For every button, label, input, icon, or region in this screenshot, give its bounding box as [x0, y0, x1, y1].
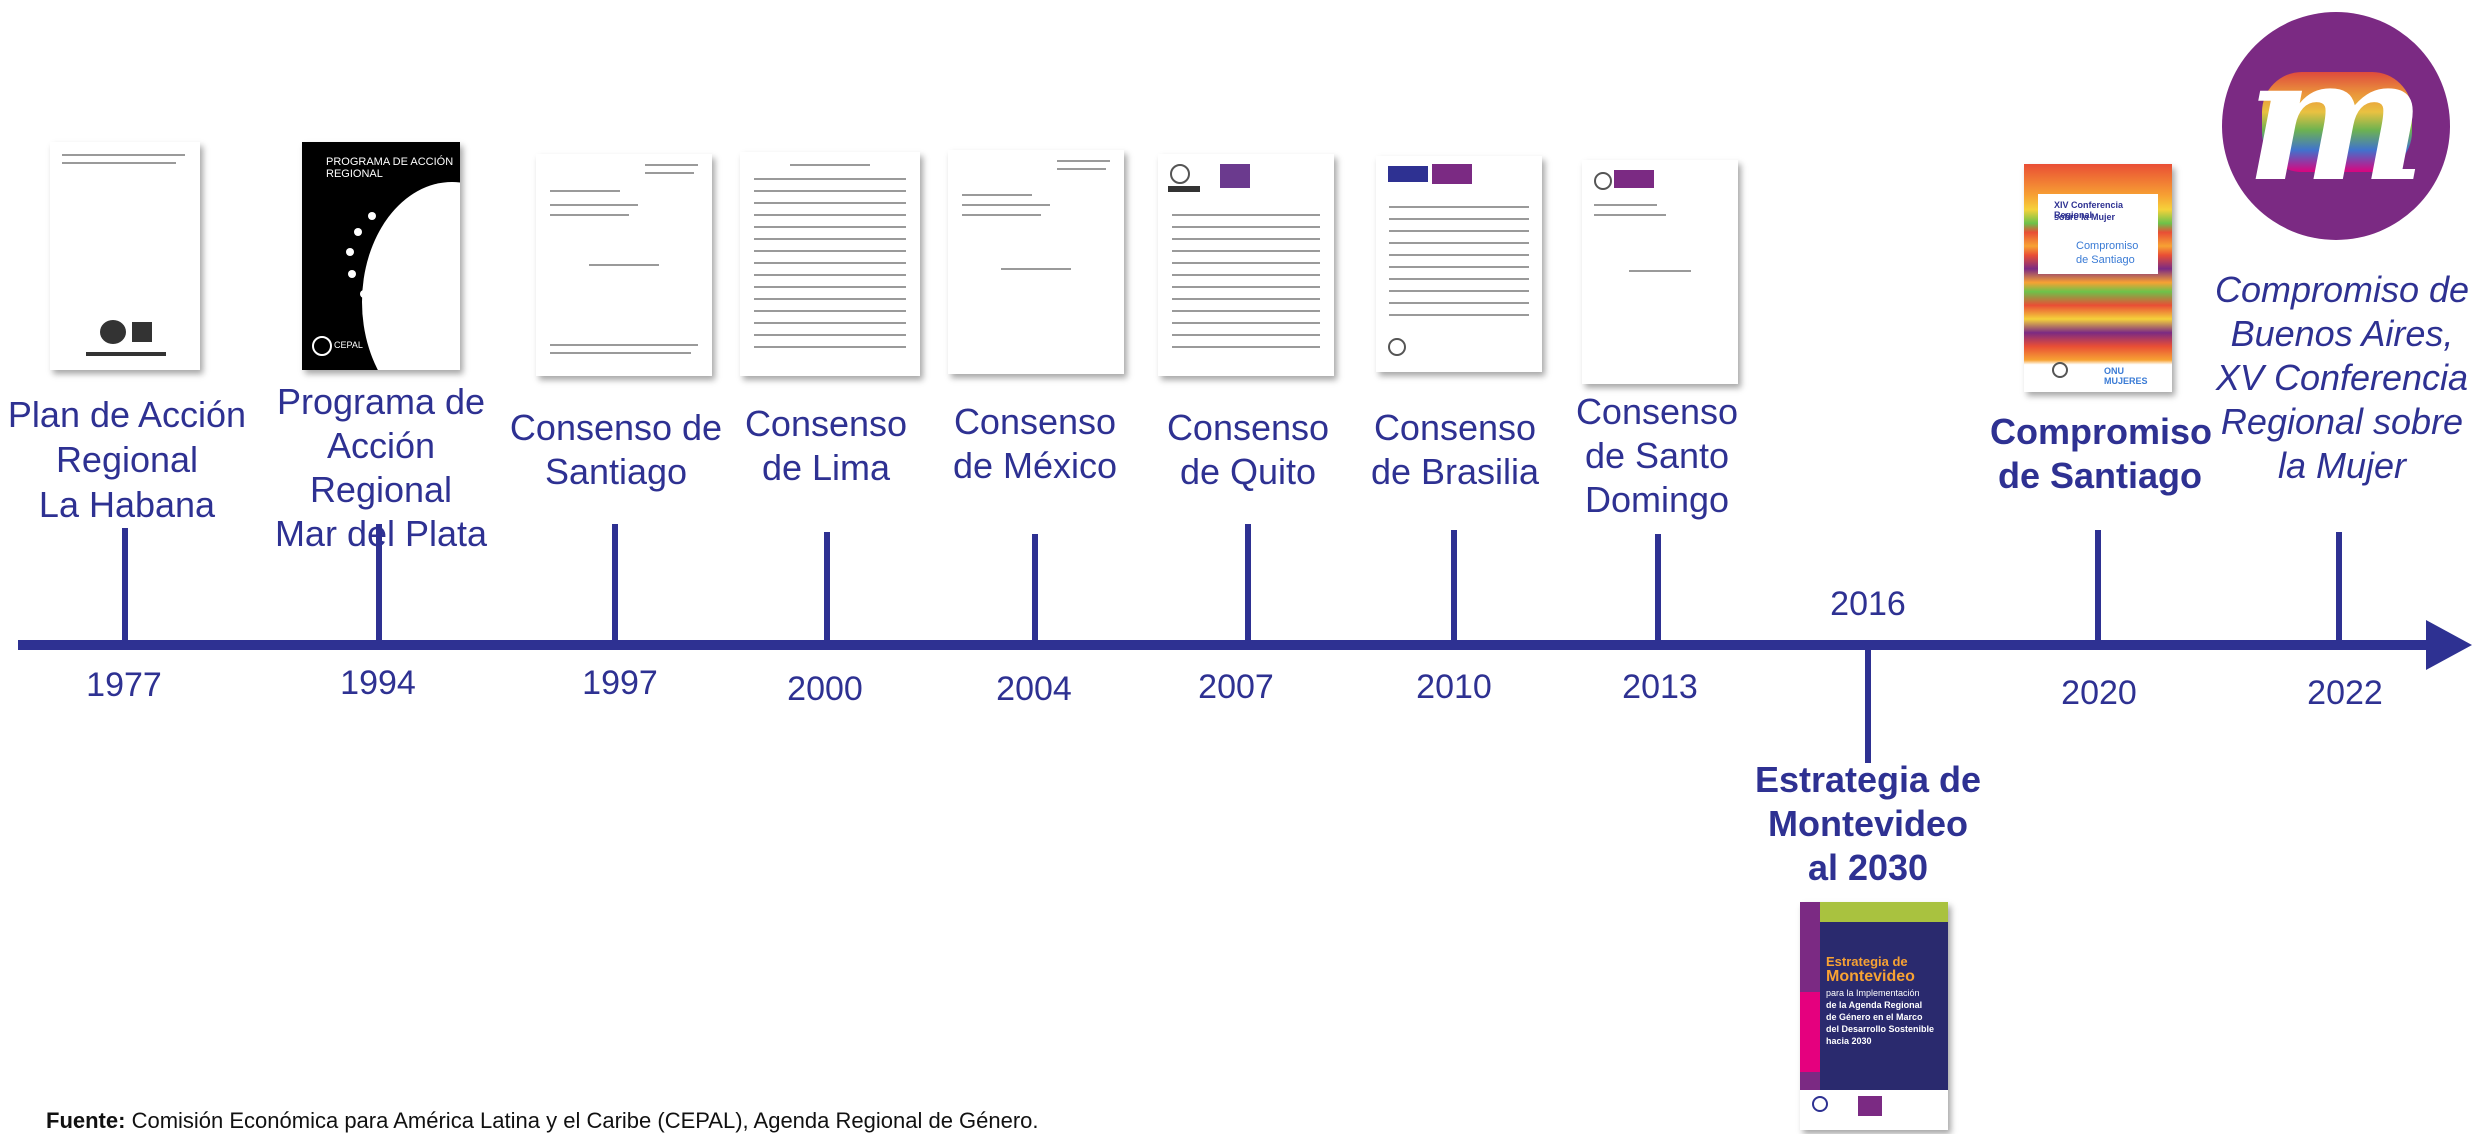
un-emblem-icon — [1812, 1096, 1828, 1112]
year-label: 2013 — [1622, 668, 1698, 706]
un-emblem-icon — [1594, 172, 1612, 190]
un-emblem-icon — [312, 336, 332, 356]
cover-lima — [740, 152, 920, 376]
tick-1997 — [612, 524, 618, 645]
cover-santiago-1997 — [536, 154, 712, 376]
un-emblem-icon — [2052, 362, 2068, 378]
cover-brasilia — [1376, 156, 1542, 372]
conference-logo: m — [2222, 12, 2450, 240]
cover-montevideo: Estrategia de Montevideo para la Impleme… — [1800, 902, 1948, 1130]
un-emblem-icon — [1170, 164, 1190, 184]
un-emblem-icon — [1388, 338, 1406, 356]
year-label: 2007 — [1198, 668, 1274, 706]
year-label: 1997 — [582, 664, 658, 702]
timeline-axis — [18, 640, 2433, 650]
cover-compromiso-santiago: XIV Conferencia Regional sobre la Mujer … — [2024, 164, 2172, 392]
tick-1977 — [122, 528, 128, 645]
timeline-arrowhead — [2426, 620, 2472, 670]
year-label: 2010 — [1416, 668, 1492, 706]
year-label: 2020 — [2061, 674, 2137, 712]
tick-2022 — [2336, 532, 2342, 645]
year-label: 2000 — [787, 670, 863, 708]
tick-2004 — [1032, 534, 1038, 645]
cover-santo-domingo — [1582, 160, 1738, 384]
cover-quito — [1158, 154, 1334, 376]
logo-letter: m — [2246, 20, 2426, 220]
year-label: 2022 — [2307, 674, 2383, 712]
tick-2010 — [1451, 530, 1457, 645]
year-label: 1977 — [86, 666, 162, 704]
source-note: Fuente: Comisión Económica para América … — [46, 1108, 1039, 1133]
cover-mexico — [948, 150, 1124, 374]
tick-2013 — [1655, 534, 1661, 645]
tick-1994 — [376, 524, 382, 645]
tick-2020 — [2095, 530, 2101, 645]
year-label: 2004 — [996, 670, 1072, 708]
tick-2000 — [824, 532, 830, 645]
tick-2007 — [1245, 524, 1251, 645]
cover-mar-del-plata: PROGRAMA DE ACCIÓN REGIONAL CEPAL — [302, 142, 460, 370]
cover-habana — [50, 142, 200, 370]
year-label: 1994 — [340, 664, 416, 702]
year-label: 2016 — [1830, 585, 1906, 623]
tick-2016 — [1865, 645, 1871, 763]
